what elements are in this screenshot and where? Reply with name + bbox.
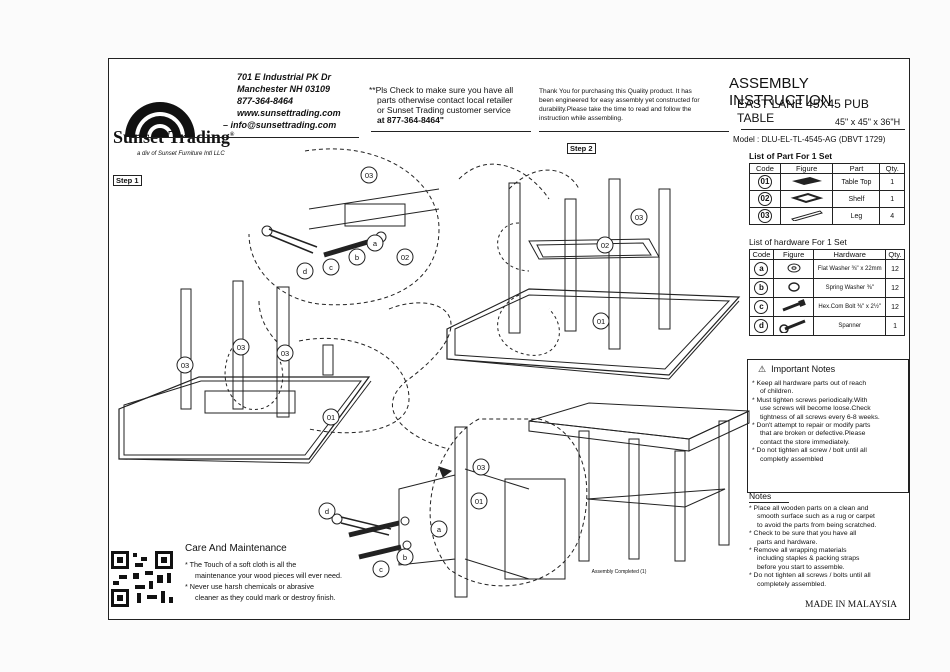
qr-code-icon xyxy=(111,551,173,607)
assembly-title: ASSEMBLY INSTRUCTION xyxy=(729,75,832,109)
hardware-list-title: List of hardware For 1 Set xyxy=(749,237,847,247)
assembly-completed-label: Assembly Completed (1) xyxy=(592,569,647,575)
table-top-icon xyxy=(791,177,822,185)
assembly-diagrams: 03 a b c d 02 03 03 03 01 03 02 01 03 01… xyxy=(118,148,750,598)
parts-list-title: List of Part For 1 Set xyxy=(749,151,833,161)
callout-01: 01 xyxy=(597,317,605,326)
callout-03: 03 xyxy=(365,171,373,180)
instruction-sheet: Sunset Trading® a div of Sunset Furnitur… xyxy=(108,58,910,620)
step2-base xyxy=(446,169,741,380)
callout-03: 03 xyxy=(635,213,643,222)
step1-detail xyxy=(248,148,440,306)
care-title: Care And Maintenance xyxy=(185,543,287,554)
callout-03: 03 xyxy=(237,343,245,352)
step2-detail xyxy=(331,418,588,598)
step-2-label: Step 2 xyxy=(567,143,596,154)
callout-02: 02 xyxy=(401,253,409,262)
list-item: * Don't attempt to repair or modify part… xyxy=(752,422,871,446)
important-notes-title: ⚠ Important Notes xyxy=(758,364,836,374)
callout-03: 03 xyxy=(477,463,485,472)
callout-03: 03 xyxy=(281,349,289,358)
made-in-label: MADE IN MALAYSIA xyxy=(805,600,898,610)
callout-d: d xyxy=(303,267,307,276)
warning-icon: ⚠ xyxy=(758,364,767,374)
callout-circles xyxy=(176,166,648,578)
thank-you-note: Thank You for purchasing this Quality pr… xyxy=(539,88,700,122)
list-item: * Do not tighten all screws / bolts unti… xyxy=(749,572,871,588)
callout-b: b xyxy=(403,553,407,562)
step-1-label: Step 1 xyxy=(113,175,142,186)
spring-washer-icon xyxy=(787,282,800,292)
table-row: c Hex.Com Bolt ⅜" x 2½"12 xyxy=(749,297,905,317)
check-parts-note: **Pls Check to make sure you have all pa… xyxy=(369,85,514,125)
company-address: 701 E Industrial PK Dr Manchester NH 031… xyxy=(223,72,341,130)
hex-bolt-icon xyxy=(782,299,806,312)
callout-02: 02 xyxy=(601,241,609,250)
leg-icon xyxy=(790,210,823,222)
sunset-logo-icon xyxy=(125,102,195,137)
list-item: * Do not tighten all screw / bolt until … xyxy=(752,447,867,463)
important-notes-box: ⚠ Important Notes * Keep all hardware pa… xyxy=(747,359,909,493)
callout-d: d xyxy=(325,507,329,516)
callout-01: 01 xyxy=(475,497,483,506)
table-row: b Spring Washer ⅜"12 xyxy=(749,278,905,298)
completed-table xyxy=(528,402,750,562)
callout-b: b xyxy=(355,253,359,262)
shelf-icon xyxy=(790,192,824,204)
product-name: EAST LANE 45X45 PUB TABLE xyxy=(737,97,869,125)
callout-01: 01 xyxy=(327,413,335,422)
company-tagline: a div of Sunset Furniture Intl LLC xyxy=(137,151,225,157)
callout-c: c xyxy=(379,565,383,574)
step1-base xyxy=(118,280,410,464)
notes-title: Notes xyxy=(749,491,772,501)
product-dimensions: 45" x 45" x 36"H xyxy=(835,117,901,127)
callout-a: a xyxy=(437,525,442,534)
flat-washer-icon xyxy=(787,263,801,273)
callout-03: 03 xyxy=(181,361,189,370)
callout-a: a xyxy=(373,239,378,248)
model-number: Model : DLU-EL-TL-4545-AG (DBVT 1729) xyxy=(733,135,886,144)
callout-c: c xyxy=(329,263,333,272)
